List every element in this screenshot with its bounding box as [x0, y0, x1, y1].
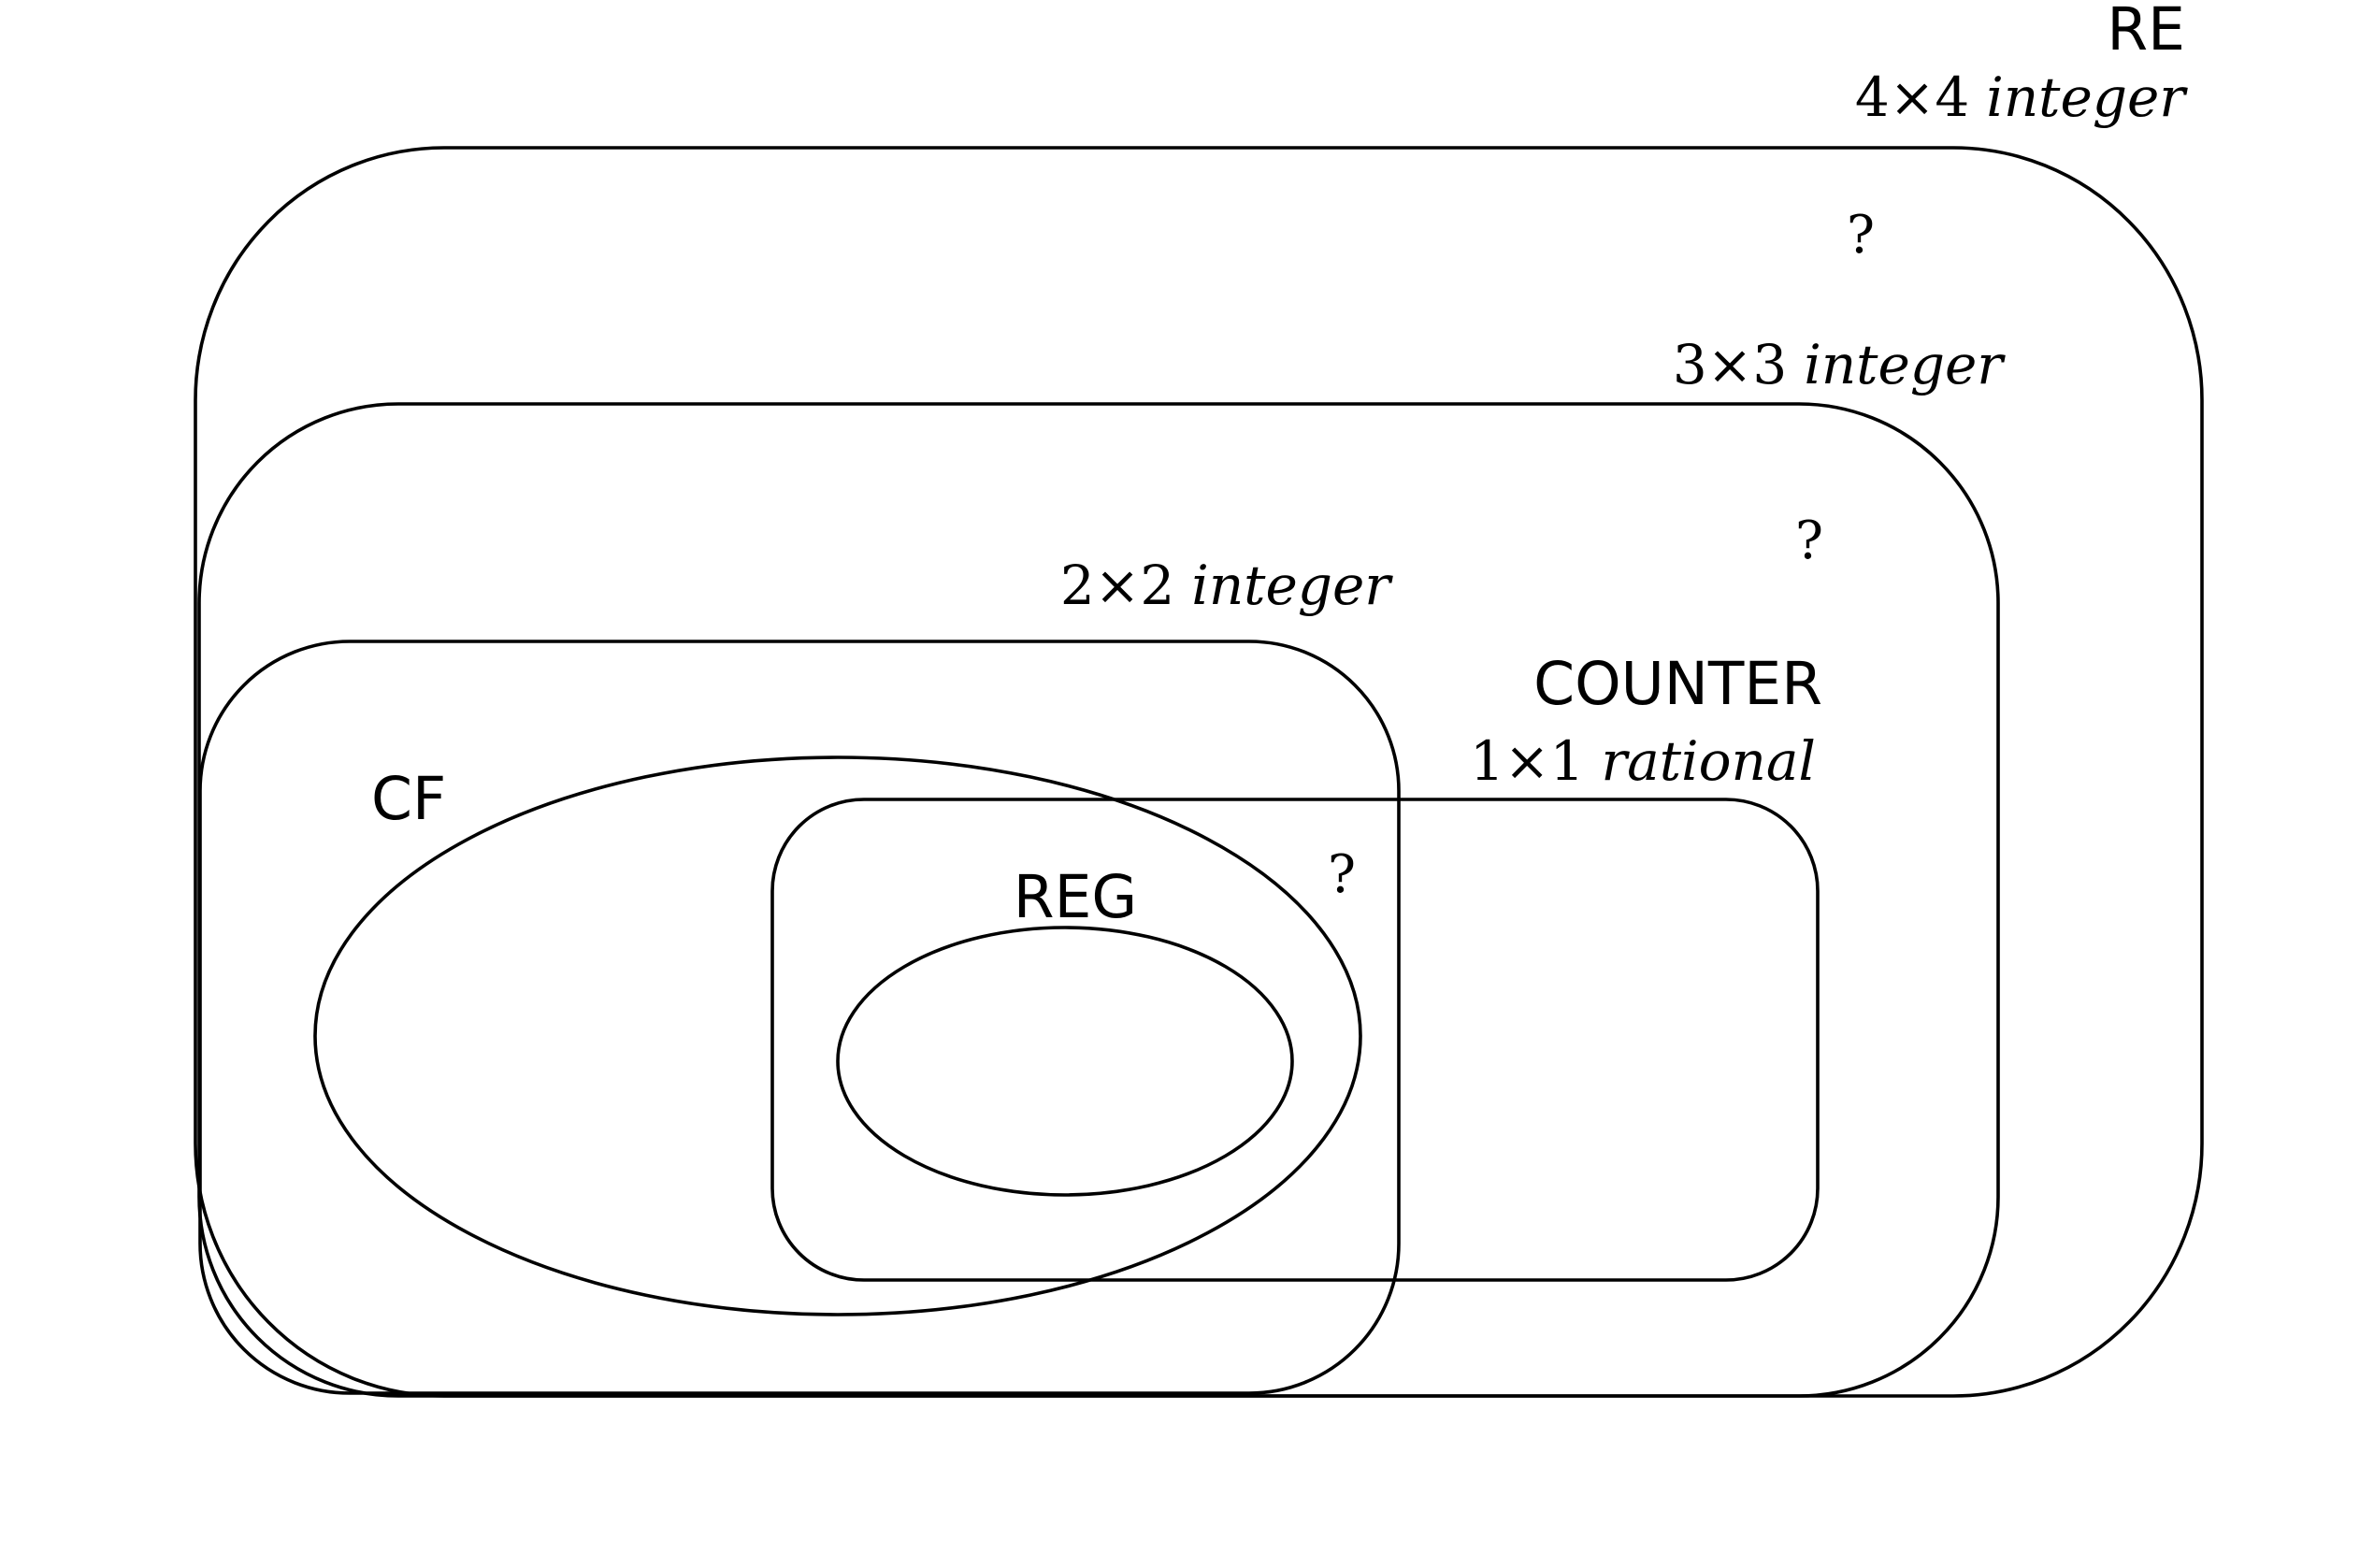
re-name-label: RE — [2107, 0, 2185, 64]
reg-region — [836, 926, 1294, 1197]
two-by-two-dimension: 2×2 — [1060, 554, 1174, 617]
counter-field: rational — [1601, 729, 1816, 793]
two-by-two-field: integer — [1191, 554, 1393, 617]
two-by-two-region — [198, 640, 1401, 1395]
three-by-three-dimension: 3×3 — [1673, 333, 1787, 396]
counter-dimension: 1×1 — [1470, 729, 1584, 793]
reg-name-label: REG — [1014, 863, 1137, 931]
three-by-three-gap-mark: ? — [1795, 511, 1823, 571]
counter-region — [770, 798, 1820, 1282]
counter-dimension-label: 1×1 rational — [1470, 729, 1816, 793]
counter-name-label: COUNTER — [1533, 650, 1822, 718]
re-gap-mark: ? — [1847, 205, 1875, 266]
three-by-three-field: integer — [1804, 333, 2006, 396]
two-by-two-gap-mark: ? — [1328, 844, 1356, 905]
cf-region — [313, 755, 1362, 1316]
re-dimension-label: 4×4 integer — [1855, 65, 2188, 129]
re-field: integer — [1986, 65, 2188, 129]
three-by-three-label: 3×3 integer — [1673, 333, 2006, 396]
two-by-two-label: 2×2 integer — [1060, 554, 1393, 617]
re-dimension: 4×4 — [1855, 65, 1969, 129]
cf-name-label: CF — [371, 765, 446, 833]
